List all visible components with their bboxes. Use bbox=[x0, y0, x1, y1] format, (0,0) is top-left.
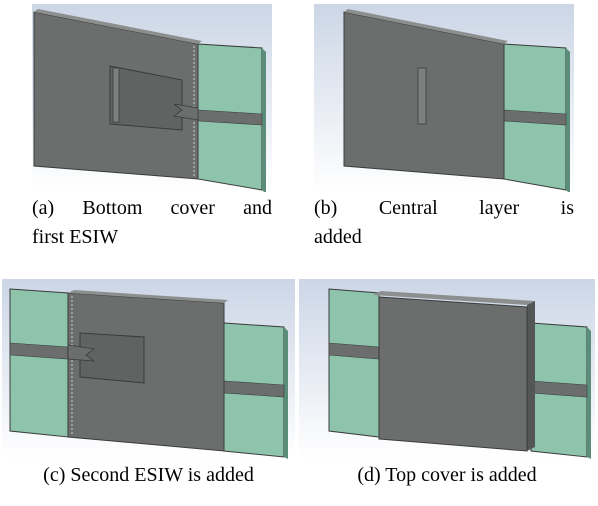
layer-top-edge bbox=[344, 9, 508, 44]
cover-top-edge bbox=[34, 9, 202, 44]
stack-side bbox=[527, 301, 535, 451]
caption-c-text: (c) Second ESIW is added bbox=[43, 464, 254, 486]
esiw-cavity bbox=[79, 332, 145, 384]
subfigure-a-image bbox=[32, 4, 272, 192]
caption-a-w4: and bbox=[243, 197, 272, 219]
subfigure-c: (c) Second ESIW is added bbox=[2, 279, 295, 504]
layer-top-edge bbox=[68, 290, 228, 303]
caption-b-w2: Central bbox=[378, 197, 438, 219]
substrate-edge bbox=[587, 327, 591, 459]
substrate-left bbox=[328, 288, 380, 438]
caption-b-w3: layer bbox=[479, 197, 520, 219]
caption-d: (d) Top cover is added bbox=[299, 461, 595, 490]
caption-d-text: (d) Top cover is added bbox=[357, 464, 537, 486]
caption-a-w1: (a) bbox=[32, 197, 55, 219]
esiw-cavity bbox=[109, 65, 183, 131]
caption-a-line2: first ESIW bbox=[32, 226, 119, 248]
subfigure-c-image bbox=[2, 279, 295, 459]
substrate-edge bbox=[284, 327, 288, 459]
caption-b-w1: (b) bbox=[314, 197, 338, 219]
subfigure-b-image bbox=[314, 4, 574, 192]
render-a bbox=[32, 4, 272, 192]
subfigure-b: (b) Central layer is added bbox=[314, 4, 574, 254]
caption-c: (c) Second ESIW is added bbox=[2, 461, 295, 490]
substrate-edge bbox=[262, 48, 266, 192]
slot-a bbox=[112, 67, 120, 123]
caption-b-w4: is bbox=[560, 197, 574, 219]
subfigure-d: (d) Top cover is added bbox=[299, 279, 595, 504]
taper-c bbox=[67, 344, 96, 362]
substrate-edge bbox=[566, 48, 570, 192]
stack-edge bbox=[373, 291, 535, 305]
render-c bbox=[2, 279, 295, 459]
render-d bbox=[299, 279, 595, 459]
substrate-left bbox=[9, 288, 69, 438]
slot-b bbox=[417, 67, 427, 125]
subfigure-d-image bbox=[299, 279, 595, 459]
caption-a: (a) Bottom cover and first ESIW bbox=[32, 194, 272, 252]
caption-b: (b) Central layer is added bbox=[314, 194, 574, 252]
subfigure-a: (a) Bottom cover and first ESIW bbox=[32, 4, 272, 254]
taper-a bbox=[173, 103, 199, 121]
caption-a-w2: Bottom bbox=[82, 197, 143, 219]
render-b bbox=[314, 4, 574, 192]
caption-b-line2: added bbox=[314, 226, 362, 248]
caption-a-w3: cover bbox=[170, 197, 215, 219]
top-cover bbox=[378, 296, 528, 452]
